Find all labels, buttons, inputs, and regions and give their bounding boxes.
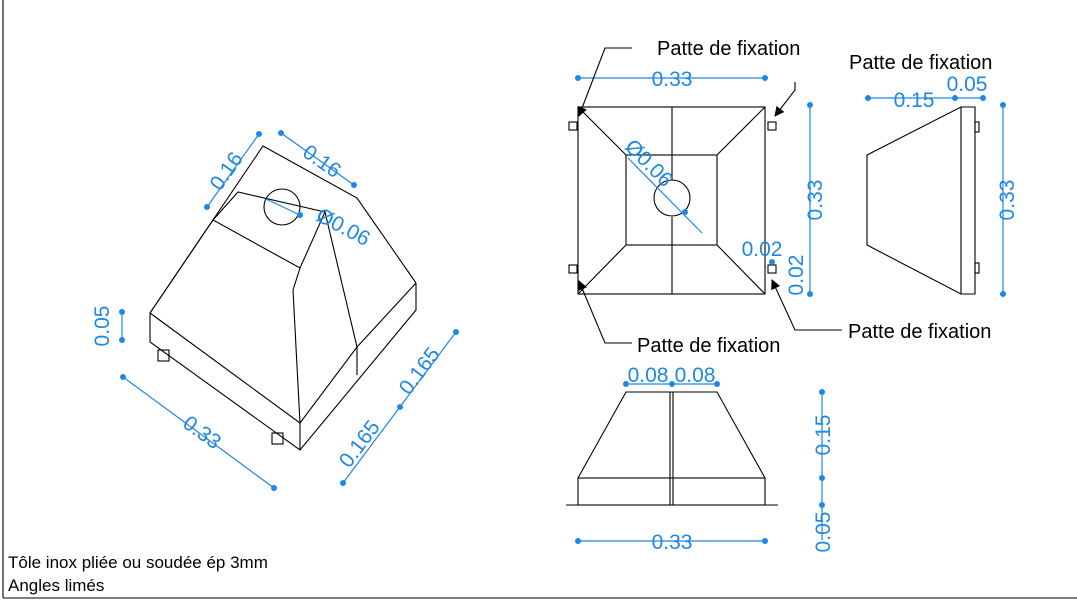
side-view-dimensions: [865, 95, 1006, 297]
side-dim-height: 0.33: [996, 180, 1019, 221]
callout-patte-bottom-right: Patte de fixation: [848, 321, 991, 343]
isometric-dimensions: [119, 130, 459, 491]
top-view-dimensions: [575, 75, 813, 297]
iso-dim-top-right: 0.16: [298, 141, 345, 183]
iso-dim-right-a: 0.165: [335, 416, 385, 472]
note-material: Tôle inox pliée ou soudée ép 3mm: [8, 553, 268, 572]
iso-dim-height: 0.05: [91, 306, 114, 347]
callout-patte-top-right: Patte de fixation: [849, 52, 992, 74]
top-dim-tab-b: 0.02: [785, 255, 808, 296]
callout-patte-top-left: Patte de fixation: [657, 38, 800, 60]
callout-leaders: [577, 47, 842, 344]
front-view: [566, 391, 778, 506]
front-dim-a: 0.08: [628, 364, 669, 387]
iso-dim-hole: Ø0.06: [312, 204, 373, 251]
top-dim-height: 0.33: [804, 180, 827, 221]
top-view: [568, 106, 777, 295]
iso-dim-top-left: 0.16: [206, 148, 248, 195]
front-dim-h1: 0.15: [812, 415, 835, 456]
side-dim-a: 0.15: [894, 89, 935, 112]
isometric-view: [149, 145, 417, 451]
callout-patte-bottom-left: Patte de fixation: [637, 335, 780, 357]
top-dim-tab-a: 0.02: [742, 238, 783, 261]
top-dim-hole: Ø0.06: [620, 135, 677, 192]
iso-dim-right-b: 0.165: [395, 343, 445, 399]
top-dim-width: 0.33: [652, 68, 693, 91]
note-angles: Angles limés: [8, 576, 105, 595]
front-dim-h2: 0.05: [812, 512, 835, 553]
front-view-dimensions: [575, 381, 825, 544]
front-dim-width: 0.33: [652, 531, 693, 554]
front-dim-b: 0.08: [675, 364, 716, 387]
side-view: [866, 106, 980, 295]
side-dim-b: 0.05: [947, 73, 988, 96]
